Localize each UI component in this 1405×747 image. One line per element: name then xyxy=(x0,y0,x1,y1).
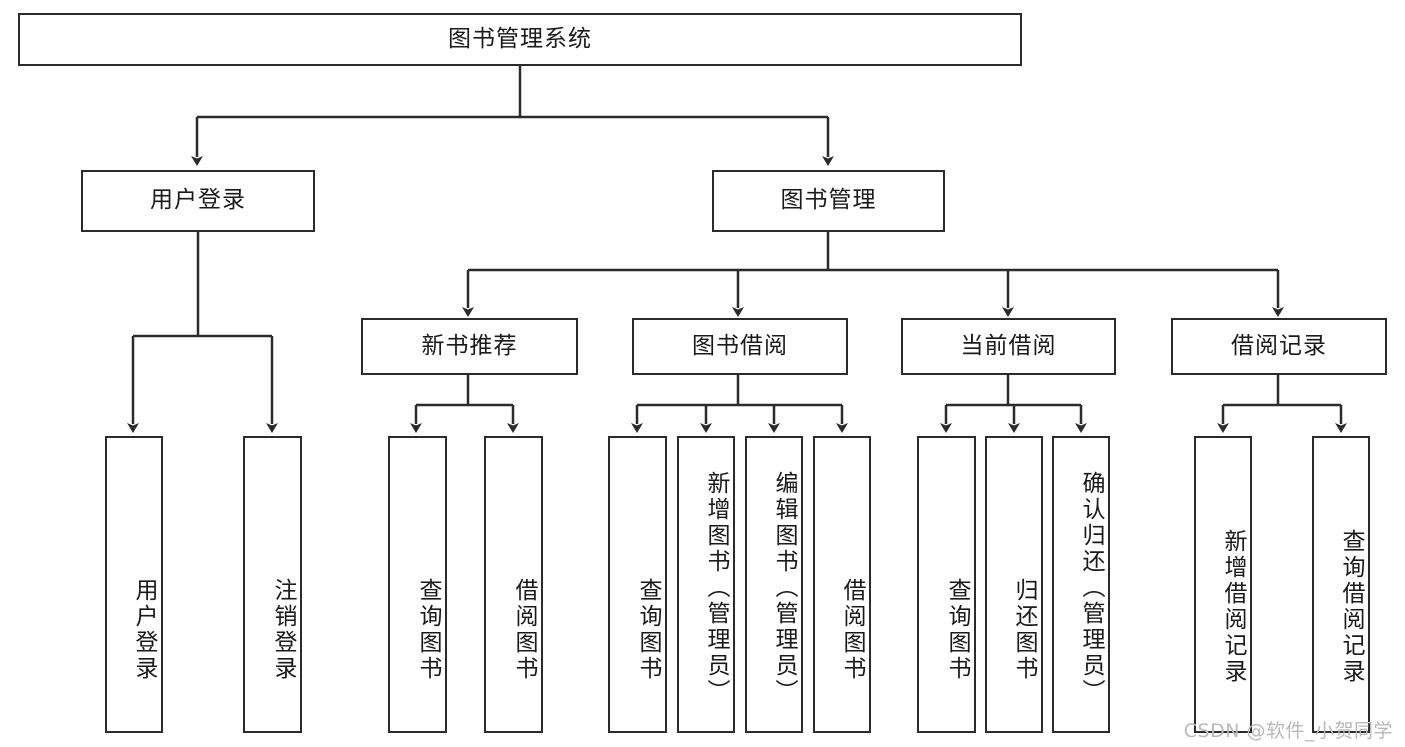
node-label: 查询图书 xyxy=(635,577,661,682)
node-label: 借阅记录 xyxy=(1231,332,1327,359)
leaf-new-book-borrow[interactable]: 借阅图书 xyxy=(484,436,543,733)
node-root-library-system[interactable]: 图书管理系统 xyxy=(18,13,1022,66)
node-book-management[interactable]: 图书管理 xyxy=(712,170,945,232)
leaf-book-borrow-borrow[interactable]: 借阅图书 xyxy=(813,436,871,733)
node-label: 编辑图书（管理员） xyxy=(771,470,797,705)
leaf-book-borrow-query[interactable]: 查询图书 xyxy=(608,436,667,733)
leaf-user-login-logout[interactable]: 注销登录 xyxy=(243,436,302,733)
leaf-new-book-query[interactable]: 查询图书 xyxy=(388,436,447,733)
leaf-book-borrow-edit-admin[interactable]: 编辑图书（管理员） xyxy=(745,436,803,733)
node-user-login[interactable]: 用户登录 xyxy=(81,170,315,232)
node-label: 查询图书 xyxy=(944,577,970,682)
node-label: 当前借阅 xyxy=(960,332,1057,359)
node-label: 新书推荐 xyxy=(421,332,518,359)
node-label: 新增借阅记录 xyxy=(1220,529,1246,685)
leaf-book-borrow-add-admin[interactable]: 新增图书（管理员） xyxy=(677,436,735,733)
leaf-current-borrow-confirm-admin[interactable]: 确认归还（管理员） xyxy=(1052,436,1110,733)
node-label: 借阅图书 xyxy=(839,577,865,682)
node-new-book-recommend[interactable]: 新书推荐 xyxy=(361,318,578,375)
node-label: 用户登录 xyxy=(131,577,157,682)
node-label: 新增图书（管理员） xyxy=(703,470,729,705)
node-label: 图书借阅 xyxy=(692,332,788,359)
node-label: 注销登录 xyxy=(270,577,296,682)
node-label: 借阅图书 xyxy=(511,577,537,682)
leaf-borrow-record-add[interactable]: 新增借阅记录 xyxy=(1194,436,1252,733)
node-label: 图书管理系统 xyxy=(448,25,592,52)
node-label: 查询图书 xyxy=(415,577,441,682)
node-book-borrow[interactable]: 图书借阅 xyxy=(632,318,848,375)
leaf-current-borrow-query[interactable]: 查询图书 xyxy=(917,436,976,733)
node-label: 归还图书 xyxy=(1011,577,1037,682)
node-label: 图书管理 xyxy=(780,187,877,214)
leaf-user-login-login[interactable]: 用户登录 xyxy=(105,436,163,733)
node-label: 用户登录 xyxy=(150,187,246,214)
node-label: 查询借阅记录 xyxy=(1338,529,1364,685)
leaf-current-borrow-return[interactable]: 归还图书 xyxy=(985,436,1043,733)
leaf-borrow-record-query[interactable]: 查询借阅记录 xyxy=(1312,436,1370,733)
node-label: 确认归还（管理员） xyxy=(1078,470,1104,705)
node-borrow-record[interactable]: 借阅记录 xyxy=(1171,318,1387,375)
node-current-borrow[interactable]: 当前借阅 xyxy=(901,318,1116,375)
